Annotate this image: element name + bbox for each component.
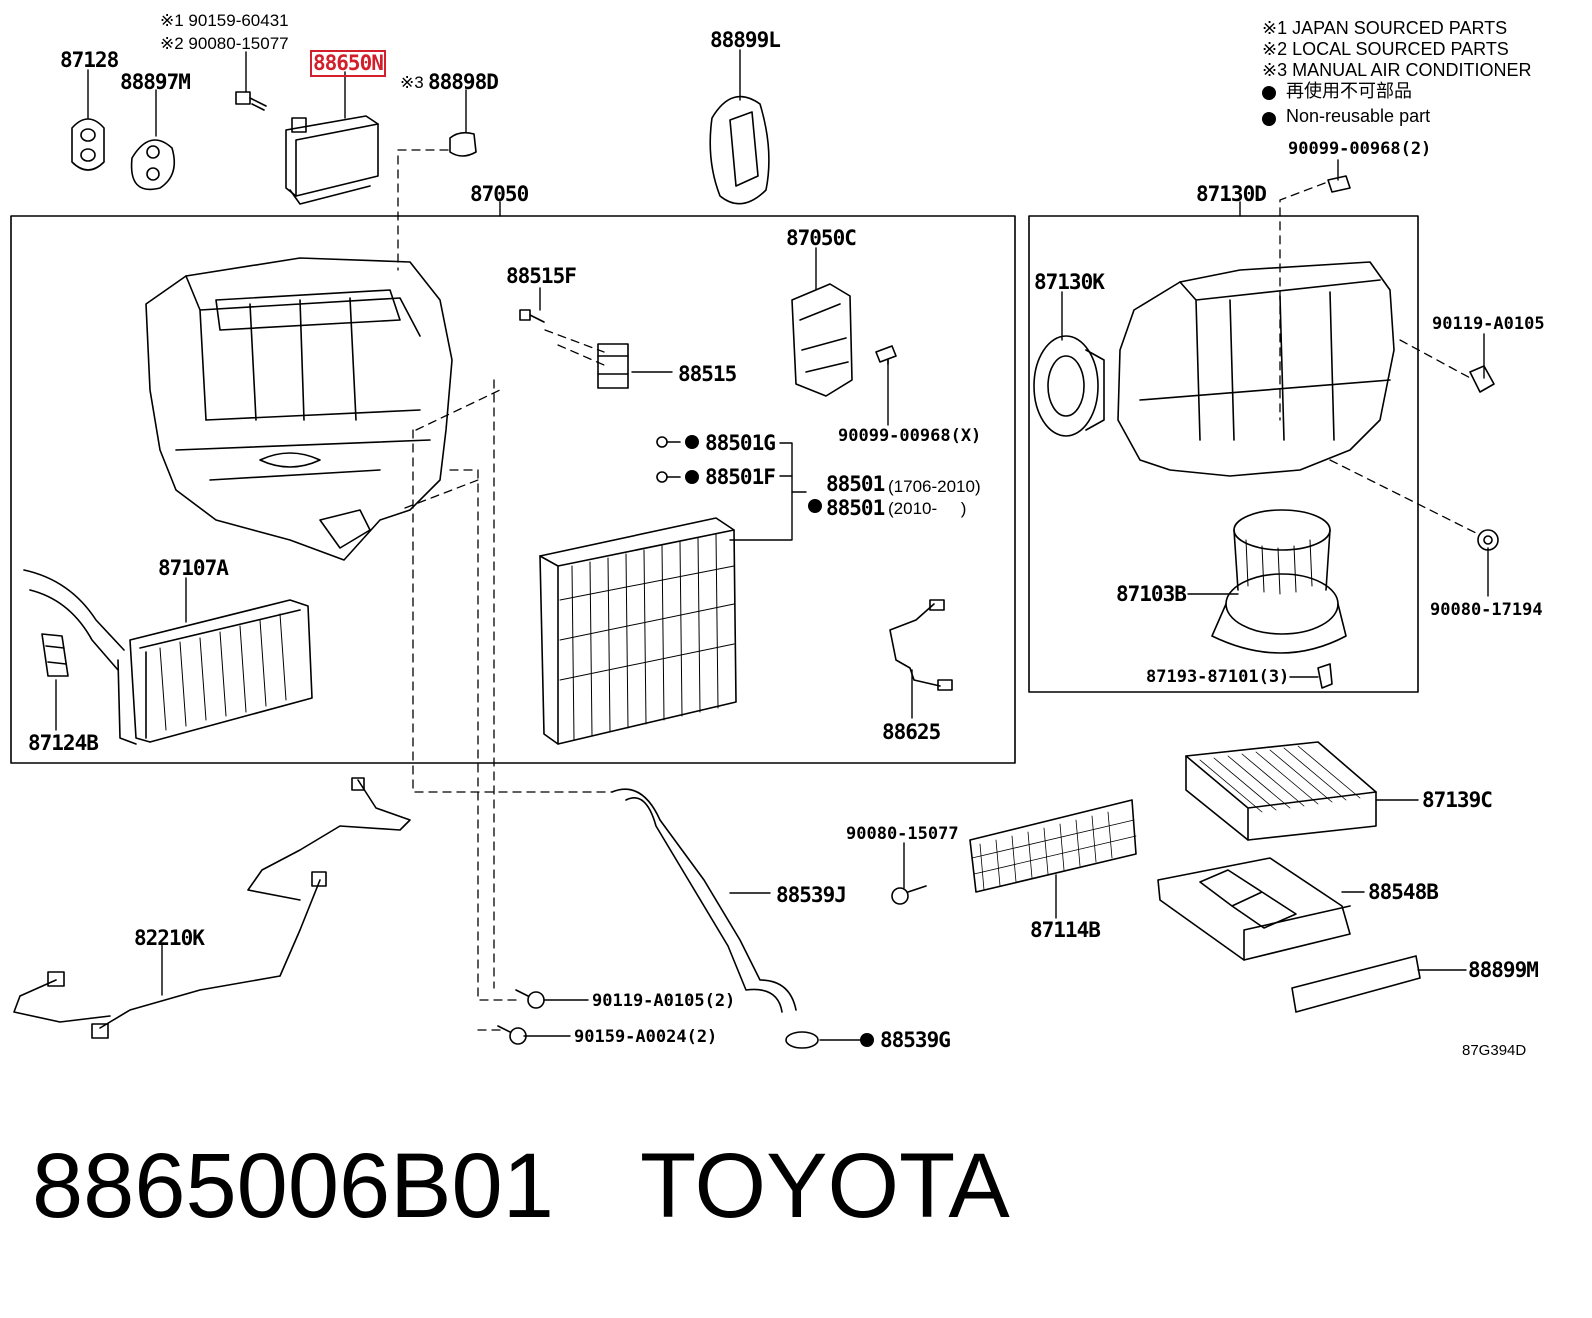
wire-harness-icon: [13, 777, 411, 1039]
screw-icon: [1327, 175, 1351, 193]
o-ring-icon: [656, 436, 681, 483]
expansion-valve-icon: [597, 343, 629, 389]
bolt-icon: [235, 91, 267, 111]
blower-housing-icon: [1117, 261, 1395, 477]
bolt-note-1: ※1 90159-60431: [160, 11, 289, 30]
part-label-90159-A0024-2[interactable]: 90159-A0024(2): [574, 1027, 718, 1047]
legend-non-reusable-en: Non-reusable part: [1286, 106, 1431, 126]
part-label-90080-15077[interactable]: 90080-15077: [846, 824, 959, 844]
part-label-88501-late[interactable]: 88501: [826, 496, 885, 520]
part-label-82210K[interactable]: 82210K: [134, 926, 205, 950]
part-label-88501G[interactable]: 88501G: [705, 431, 776, 455]
non-reusable-dot-icon: [685, 86, 1276, 1047]
part-label-90099-00968-2[interactable]: 90099-00968(2): [1288, 139, 1432, 159]
legend-note: ※2 LOCAL SOURCED PARTS: [1262, 39, 1509, 59]
blower-assembly-frame: [1028, 215, 1419, 693]
bolt-icon: [515, 989, 545, 1009]
part-label-90080-17194[interactable]: 90080-17194: [1430, 600, 1543, 620]
main-assembly-frame: [10, 215, 1016, 764]
grommet-icon: [71, 118, 105, 171]
part-label-87130K[interactable]: 87130K: [1034, 270, 1105, 294]
clamp-icon: [41, 633, 69, 677]
part-range-88501-late: (2010- ): [888, 499, 967, 518]
manual-ac-marker: ※3: [400, 73, 424, 92]
bolt-note-2: ※2 90080-15077: [160, 34, 289, 53]
part-label-87107A[interactable]: 87107A: [158, 556, 229, 580]
part-label-90119-A0105[interactable]: 90119-A0105: [1432, 314, 1545, 334]
blower-motor-icon: [1211, 509, 1347, 654]
part-label-87124B[interactable]: 87124B: [28, 731, 99, 755]
cover-icon: [709, 95, 770, 205]
bolt-icon: [519, 309, 545, 323]
part-label-87050[interactable]: 87050: [470, 182, 529, 206]
drain-hose-icon: [611, 788, 797, 1013]
intake-grille-icon: [969, 799, 1137, 893]
ac-amplifier-icon: [285, 115, 379, 205]
part-label-88650N-highlighted[interactable]: 88650N: [310, 50, 386, 77]
part-label-88539G[interactable]: 88539G: [880, 1028, 951, 1052]
footer-brand: TOYOTA: [640, 1135, 1010, 1237]
evaporator-icon: [539, 517, 737, 745]
part-label-88515F[interactable]: 88515F: [506, 264, 577, 288]
legend-note: ※1 JAPAN SOURCED PARTS: [1262, 18, 1508, 38]
part-label-87128[interactable]: 87128: [60, 48, 119, 72]
part-label-88548B[interactable]: 88548B: [1368, 880, 1439, 904]
part-label-88898D[interactable]: 88898D: [428, 70, 499, 94]
drain-grommet-icon: [785, 1031, 819, 1049]
seal-strip-icon: [1291, 955, 1421, 1013]
part-label-90119-A0105-2[interactable]: 90119-A0105(2): [592, 991, 736, 1011]
part-label-88501F[interactable]: 88501F: [705, 465, 776, 489]
bolt-icon: [497, 1025, 527, 1045]
diagram-code: 87G394D: [1462, 1042, 1527, 1059]
part-label-88899L[interactable]: 88899L: [710, 28, 781, 52]
part-label-88897M[interactable]: 88897M: [120, 70, 191, 94]
footer-part-number: 8865006B01: [32, 1135, 554, 1237]
screw-icon: [1317, 663, 1333, 689]
screw-icon: [875, 345, 897, 365]
part-label-90099-00968-X[interactable]: 90099-00968(X): [838, 426, 982, 446]
part-range-88501-early: (1706-2010): [888, 477, 981, 496]
part-label-88515[interactable]: 88515: [678, 362, 737, 386]
part-label-87130D[interactable]: 87130D: [1196, 182, 1267, 206]
part-label-88899M[interactable]: 88899M: [1468, 958, 1539, 982]
leader-lines: [55, 49, 1489, 1041]
part-label-87050C[interactable]: 87050C: [786, 226, 857, 250]
cabin-filter-icon: [1185, 741, 1377, 841]
part-label-88501-early[interactable]: 88501: [826, 472, 885, 496]
wire-harness-icon: [889, 599, 953, 691]
servo-motor-icon: [791, 283, 853, 397]
screw-icon: [1469, 365, 1495, 393]
legend: ※1 JAPAN SOURCED PARTS ※2 LOCAL SOURCED …: [1262, 18, 1531, 127]
part-label-87193-87101-3[interactable]: 87193-87101(3): [1146, 667, 1290, 687]
legend-non-reusable-jp: 再使用不可部品: [1286, 81, 1412, 101]
aspirator-icon: [1033, 335, 1105, 437]
grommet-icon: [130, 139, 176, 191]
legend-note: ※3 MANUAL AIR CONDITIONER: [1262, 60, 1532, 80]
bolt-icon: [891, 885, 927, 905]
guide-lines: [397, 149, 1481, 1031]
part-label-88539J[interactable]: 88539J: [776, 883, 847, 907]
washer-icon: [1477, 529, 1499, 551]
part-label-88625[interactable]: 88625: [882, 720, 941, 744]
filter-case-icon: [1157, 857, 1351, 961]
clip-icon: [449, 131, 477, 157]
part-label-87103B[interactable]: 87103B: [1116, 582, 1187, 606]
heater-core-icon: [23, 569, 313, 745]
part-label-87139C[interactable]: 87139C: [1422, 788, 1493, 812]
part-label-87114B[interactable]: 87114B: [1030, 918, 1101, 942]
hvac-housing-icon: [145, 257, 453, 561]
